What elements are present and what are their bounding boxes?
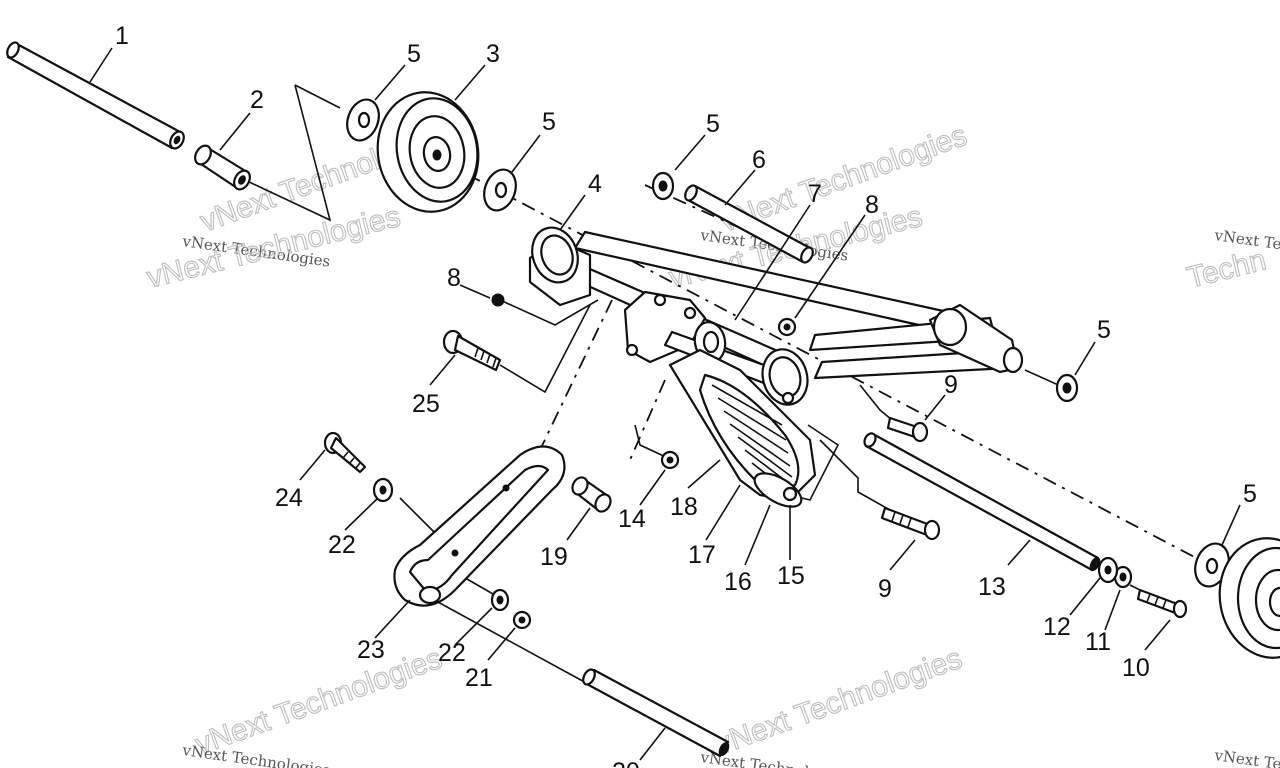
washer-lead — [294, 84, 341, 109]
callout-22a: 22 — [328, 531, 356, 559]
bolt-9b-line — [819, 439, 891, 511]
callout-8b: 8 — [865, 191, 879, 219]
part-3-wheel-right — [1218, 537, 1280, 659]
callout-11: 11 — [1085, 628, 1111, 656]
part-16-18-shock — [668, 348, 817, 508]
callout-10: 10 — [1122, 654, 1150, 682]
callout-25: 25 — [412, 390, 440, 418]
washer-5c — [651, 171, 675, 201]
callout-23: 23 — [357, 636, 385, 664]
washer-5b — [483, 168, 517, 212]
part-20-shaft — [582, 668, 730, 758]
part-8a-nut — [491, 293, 505, 307]
part-14-nut — [660, 450, 680, 470]
callout-7: 7 — [808, 180, 822, 208]
callout-5c: 5 — [706, 110, 720, 138]
watermark-outline: vNext Technologies — [191, 642, 446, 762]
callout-8a: 8 — [447, 264, 461, 292]
nut-8-line — [499, 299, 599, 326]
callout-5a: 5 — [407, 40, 421, 68]
part-2-spacer — [194, 144, 251, 191]
part-19-spacer — [571, 476, 612, 513]
watermark-text: vNext Te — [1212, 746, 1280, 768]
callout-16: 16 — [724, 568, 752, 596]
part-25-bolt — [442, 329, 502, 372]
callout-20: 20 — [612, 758, 640, 768]
part-24-bolt — [323, 431, 367, 474]
callout-9a: 9 — [944, 371, 958, 399]
part-21-nut — [512, 610, 532, 630]
callout-numbers: 1 2 3 4 5 5 5 5 5 6 7 8 8 9 9 10 11 12 1… — [115, 22, 1257, 768]
part-6-shaft — [684, 184, 814, 264]
callout-22b: 22 — [438, 639, 466, 667]
callout-9b: 9 — [878, 575, 892, 603]
main-axis-line — [439, 159, 1201, 561]
shaft-6-axis-line — [644, 184, 801, 256]
washer-5d — [1055, 373, 1079, 403]
callout-2: 2 — [250, 86, 264, 114]
part-4-a-arm — [528, 226, 1024, 406]
callout-19: 19 — [540, 543, 568, 571]
callout-leader-lines — [89, 47, 1241, 761]
spacer-2-bracket — [244, 84, 332, 222]
callout-15: 15 — [777, 562, 805, 590]
callout-1: 1 — [115, 22, 129, 50]
callout-4: 4 — [588, 170, 602, 198]
callout-13: 13 — [978, 573, 1006, 601]
part-9a-bolt — [886, 416, 929, 443]
part-12-washer — [1097, 556, 1119, 584]
watermark-outline: Techn — [1184, 243, 1270, 294]
callout-17: 17 — [688, 541, 716, 569]
part-9b-bolt — [880, 506, 941, 541]
callout-18: 18 — [670, 493, 698, 521]
callout-12: 12 — [1043, 613, 1071, 641]
bolt-24-line — [399, 497, 436, 534]
callout-24: 24 — [275, 484, 303, 512]
nut-14-bracket — [634, 424, 669, 459]
bolt-25-line — [499, 304, 591, 394]
callout-21: 21 — [465, 664, 493, 692]
callout-5e: 5 — [1243, 480, 1257, 508]
part-22a-washer — [372, 477, 394, 503]
washer-5a — [346, 98, 380, 142]
callout-5b: 5 — [542, 108, 556, 136]
callout-6: 6 — [752, 146, 766, 174]
part-22b-washer — [490, 588, 510, 612]
shaft-20-line — [424, 594, 591, 686]
callout-3: 3 — [486, 40, 500, 68]
nut-14-line — [629, 379, 666, 461]
callout-5d: 5 — [1097, 316, 1111, 344]
part-13-axle — [863, 432, 1101, 572]
watermark-outline: vNext Technologies — [711, 642, 966, 762]
part-10-bolt — [1136, 588, 1188, 619]
part-23-link-arm — [393, 445, 566, 607]
part-3-wheel — [376, 91, 480, 213]
callout-14: 14 — [618, 505, 646, 533]
part-1-shaft — [6, 41, 185, 150]
arm-link-line — [539, 299, 613, 451]
watermark-text: vNext Technologies — [180, 741, 331, 768]
